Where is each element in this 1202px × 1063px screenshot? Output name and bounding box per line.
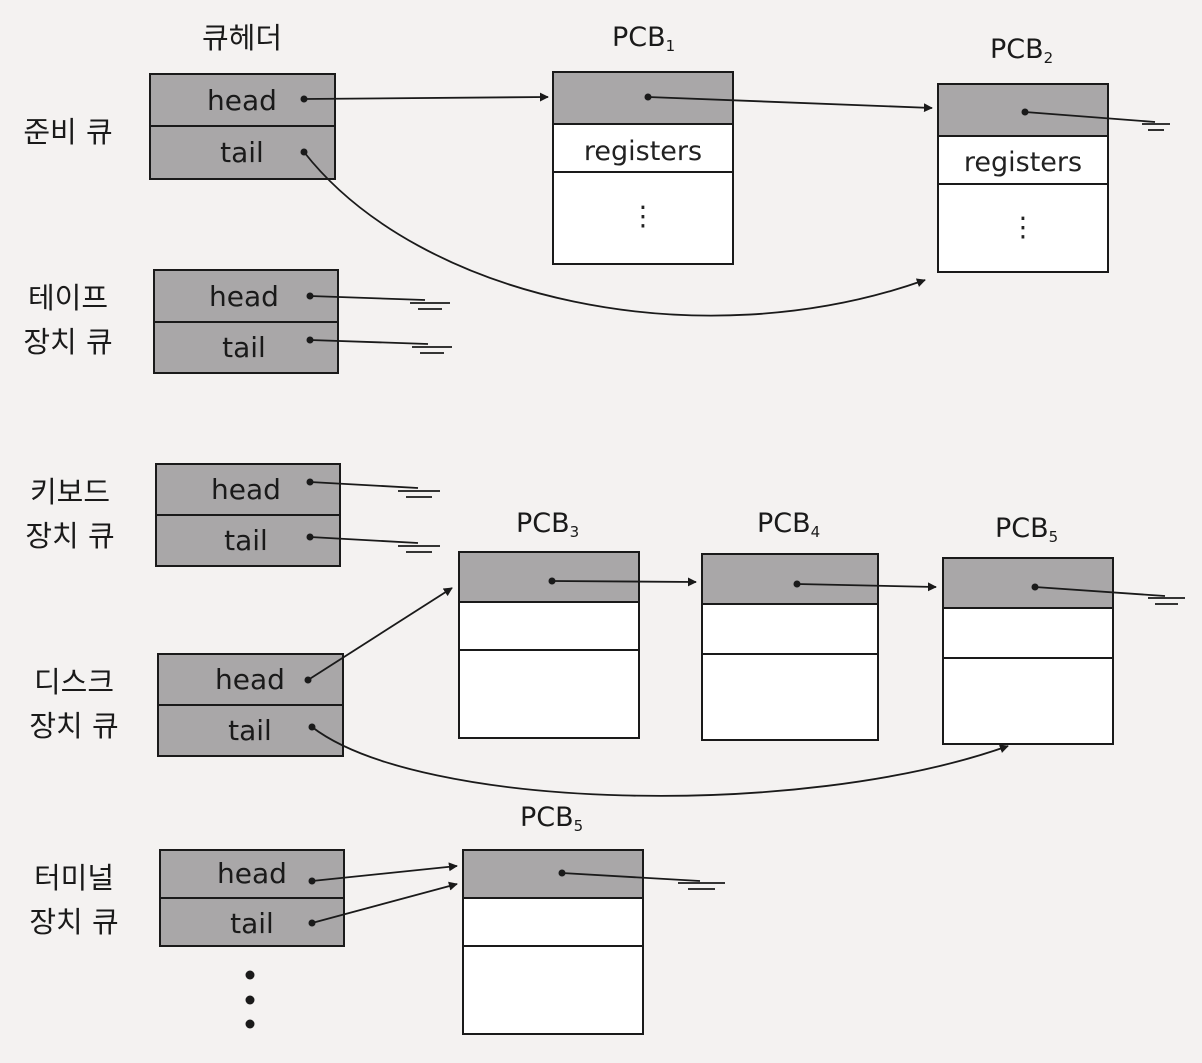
disk-head-label: head: [215, 663, 285, 696]
pcb2-ellipsis: ⋮: [1010, 212, 1037, 243]
tape-tail-label: tail: [222, 331, 266, 364]
ground-symbol: [309, 481, 440, 498]
ground-symbol: [309, 536, 440, 553]
pcb1-title: PCB1: [612, 22, 675, 55]
ready-head-label: head: [207, 84, 277, 117]
ground-symbol: [309, 295, 450, 310]
pcb2-registers: registers: [964, 147, 1082, 178]
pcb3-title: PCB3: [516, 508, 579, 541]
pcb1: PCB1 registers ⋮: [552, 22, 734, 265]
ground-symbol: [309, 339, 452, 354]
pcb5-terminal: PCB5: [462, 802, 725, 1035]
pcb1-next-pointer: [647, 96, 933, 113]
keyboard-head-label: head: [211, 473, 281, 506]
ready-tail-label: tail: [220, 136, 264, 169]
ground-symbol: [1024, 111, 1170, 131]
ground-symbol: [561, 872, 725, 890]
disk-queue-label-1: 디스크: [34, 665, 114, 699]
disk-head-pointer: [307, 587, 453, 681]
pcb4-next-pointer: [796, 582, 937, 592]
terminal-head-label: head: [217, 857, 287, 890]
queue-header-title: 큐헤더: [202, 21, 282, 55]
disk-queue-label-2: 장치 큐: [29, 709, 118, 743]
keyboard-tail-label: tail: [224, 524, 268, 557]
pcb5-disk: PCB5: [942, 513, 1185, 745]
tape-head-label: head: [209, 280, 279, 313]
pcb5-disk-title: PCB5: [995, 513, 1058, 546]
disk-tail-pointer: [311, 726, 1009, 797]
continuation-dots: [245, 970, 255, 1029]
tape-queue-label-1: 테이프: [28, 281, 108, 315]
pcb4-title: PCB4: [757, 508, 820, 541]
pcb2: PCB2 registers ⋮: [937, 34, 1109, 273]
tape-queue-label-2: 장치 큐: [23, 325, 112, 359]
disk-tail-label: tail: [228, 714, 272, 747]
terminal-queue-label-1: 터미널: [34, 861, 114, 895]
pcb3-next-pointer: [551, 577, 697, 587]
ready-queue-label: 준비 큐: [23, 115, 112, 149]
pcb2-title: PCB2: [990, 34, 1053, 67]
pcb4: PCB4: [701, 508, 879, 741]
terminal-queue: 터미널 장치 큐 head tail: [29, 849, 345, 947]
keyboard-queue-label-1: 키보드: [30, 475, 110, 509]
terminal-tail-pointer: [311, 881, 458, 924]
keyboard-queue: 키보드 장치 큐 head tail: [25, 463, 440, 567]
ready-tail-pointer: [303, 151, 926, 317]
ground-symbol: [1034, 586, 1185, 605]
disk-queue: 디스크 장치 큐 head tail: [29, 653, 344, 757]
ready-queue: 준비 큐 head tail: [23, 73, 336, 180]
pcb5-terminal-title: PCB5: [520, 802, 583, 835]
ready-head-pointer: [303, 92, 549, 102]
terminal-queue-label-2: 장치 큐: [29, 905, 118, 939]
tape-queue: 테이프 장치 큐 head tail: [23, 269, 452, 374]
pcb1-registers: registers: [584, 136, 702, 167]
keyboard-queue-label-2: 장치 큐: [25, 519, 114, 553]
pcb3: PCB3: [458, 508, 640, 739]
terminal-tail-label: tail: [230, 907, 274, 940]
terminal-head-pointer: [311, 862, 458, 882]
pcb1-ellipsis: ⋮: [630, 201, 657, 232]
